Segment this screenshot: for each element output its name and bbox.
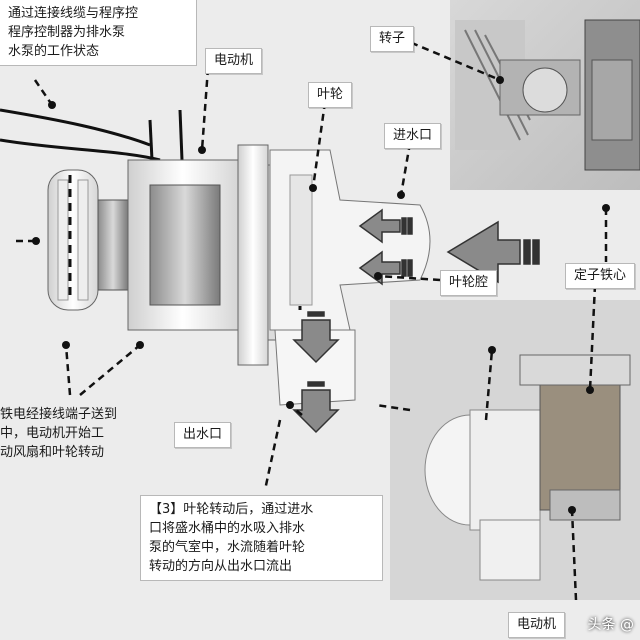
cable (0, 108, 151, 147)
cable (178, 109, 184, 161)
watermark: 头条 @ (587, 617, 634, 633)
pointer-dots (32, 76, 610, 514)
label-impeller: 叶轮 (308, 82, 353, 108)
label-impeller-cavity: 叶轮腔 (440, 270, 498, 296)
label-water-outlet: 出水口 (174, 422, 232, 448)
leader-lines (16, 36, 608, 601)
label-stator-core: 定子铁心 (565, 263, 636, 289)
inlet-arrows (358, 208, 540, 286)
label-rotor: 转子 (370, 26, 415, 52)
label-water-inlet: 进水口 (384, 123, 442, 149)
impeller-housing (269, 149, 431, 331)
note-cable-connection: 通过连接线缆与程序控 程序控制器为排水泵 水泵的工作状态 (0, 0, 197, 66)
outlet-arrows (292, 311, 340, 434)
cooling-fan (47, 169, 99, 311)
pump-photo (390, 300, 640, 600)
label-motor-bottom: 电动机 (508, 612, 566, 638)
note-step3-water-flow: 【3】叶轮转动后，通过进水 口将盛水桶中的水吸入排水 泵的气室中，水流随着叶轮 … (140, 495, 383, 581)
label-motor-top: 电动机 (205, 48, 263, 74)
note-power-terminal: 铁电经接线端子送到 中，电动机开始工 动风扇和叶轮转动 (0, 407, 118, 460)
rotor-photo (450, 0, 640, 190)
cable (0, 138, 161, 162)
cable (148, 119, 154, 161)
